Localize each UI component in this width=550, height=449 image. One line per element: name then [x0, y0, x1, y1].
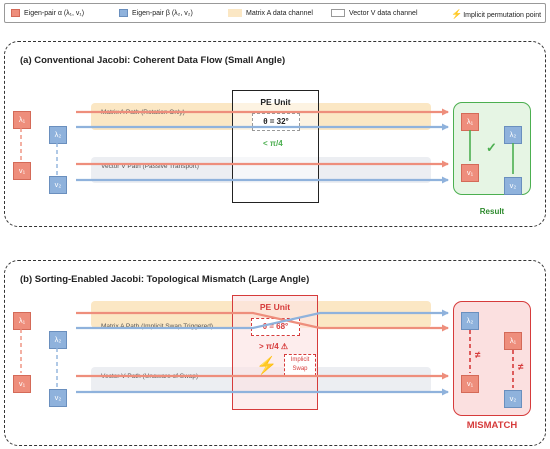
legend-label: Eigen-pair α (λ₁, v₁) — [24, 10, 85, 17]
vector-v-path-label: Vector V Path (Passive Transport) — [101, 163, 199, 170]
legend-label: Implicit permutation point — [463, 12, 542, 19]
theta-value: θ = 32° — [252, 113, 300, 131]
orange-bar-icon — [228, 9, 242, 18]
result-v2-node: v₂ — [504, 390, 522, 408]
panel-a-title: (a) Conventional Jacobi: Coherent Data F… — [20, 55, 286, 66]
mismatch-label: MISMATCH — [466, 420, 518, 431]
v2-node: v₂ — [49, 176, 67, 194]
legend-item-eigenpair-beta: Eigen-pair β (λ₂, v₂) — [119, 9, 193, 19]
legend-item-eigenpair-alpha: Eigen-pair α (λ₁, v₁) — [11, 9, 84, 19]
panel-a: (a) Conventional Jacobi: Coherent Data F… — [4, 41, 546, 227]
legend-label: Vector V data channel — [349, 10, 418, 17]
gray-box-icon — [331, 9, 345, 18]
blue-square-icon — [119, 9, 128, 18]
pe-unit-b: PE Unit θ = 68° > π/4 ⚠ ⚡ Implicit Swap — [232, 295, 318, 410]
result-lambda1-node: λ₁ — [504, 332, 522, 350]
lambda1-node: λ₁ — [13, 111, 31, 129]
lightning-icon: ⚡ — [451, 9, 463, 19]
v1-node: v₁ — [13, 375, 31, 393]
panel-b-title: (b) Sorting-Enabled Jacobi: Topological … — [20, 274, 310, 285]
result-label: Result — [479, 207, 505, 216]
result-box-b: λ₂ v₁ λ₁ v₂ ≠ ≠ — [453, 301, 531, 416]
result-lambda2-node: λ₂ — [461, 312, 479, 330]
checkmark-icon: ✓ — [486, 140, 497, 155]
lightning-icon: ⚡ — [256, 356, 278, 375]
v2-node: v₂ — [49, 389, 67, 407]
not-equal-icon: ≠ — [475, 350, 481, 361]
angle-condition: < π/4 — [263, 139, 283, 148]
not-equal-icon: ≠ — [518, 362, 524, 373]
lambda2-node: λ₂ — [49, 126, 67, 144]
v1-node: v₁ — [13, 162, 31, 180]
legend-label: Matrix A data channel — [246, 10, 313, 17]
pe-unit-a: PE Unit θ = 32° < π/4 — [232, 90, 319, 203]
legend-item-matrix-channel: Matrix A data channel — [228, 9, 313, 19]
legend: Eigen-pair α (λ₁, v₁) Eigen-pair β (λ₂, … — [4, 3, 546, 23]
angle-condition: > π/4 ⚠ — [259, 342, 289, 351]
theta-value: θ = 68° — [251, 318, 300, 336]
lambda2-node: λ₂ — [49, 331, 67, 349]
matrix-a-path-label: Matrix A Path (Implicit Swap Triggered) — [101, 323, 213, 330]
vector-v-path-label: Vector V Path (Unaware of Swap) — [101, 373, 199, 380]
result-v1-node: v₁ — [461, 375, 479, 393]
lambda1-node: λ₁ — [13, 312, 31, 330]
result-box-a: λ₁ v₁ λ₂ v₂ ✓ — [453, 102, 531, 195]
result-lambda2-node: λ₂ — [504, 126, 522, 144]
implicit-swap-box: Implicit Swap — [284, 354, 316, 376]
implicit-swap-line: Implicit — [290, 357, 310, 363]
result-v2-node: v₂ — [504, 177, 522, 195]
legend-item-permutation-point: ⚡Implicit permutation point — [451, 9, 541, 19]
result-lambda1-node: λ₁ — [461, 113, 479, 131]
legend-label: Eigen-pair β (λ₂, v₂) — [132, 10, 193, 17]
implicit-swap-line: Swap — [292, 366, 308, 372]
result-v1-node: v₁ — [461, 164, 479, 182]
pe-unit-title: PE Unit — [259, 302, 291, 312]
legend-item-vector-channel: Vector V data channel — [331, 9, 418, 19]
pe-unit-title: PE Unit — [260, 97, 291, 107]
panel-b: (b) Sorting-Enabled Jacobi: Topological … — [4, 260, 546, 446]
red-square-icon — [11, 9, 20, 18]
matrix-a-path-label: Matrix A Path (Rotation Only) — [101, 109, 185, 116]
